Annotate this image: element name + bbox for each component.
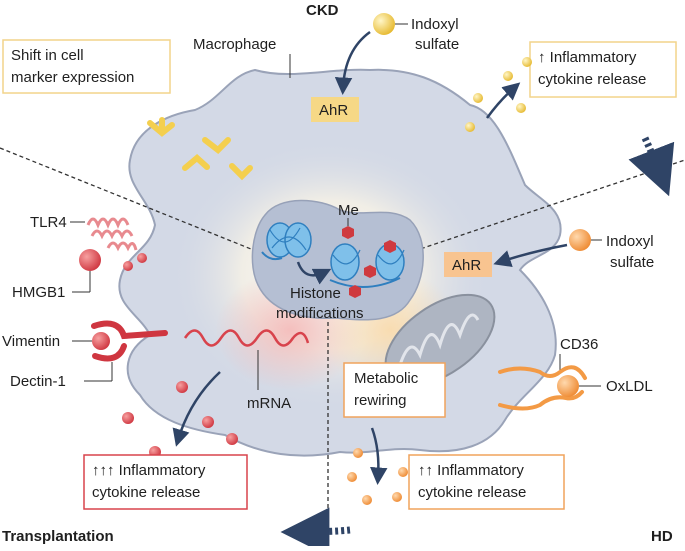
cd36-label: CD36 (560, 336, 598, 353)
ahr-right-label: AhR (452, 257, 481, 274)
metabolic-line2: rewiring (354, 392, 407, 409)
dectin1-receptor (91, 320, 168, 340)
mrna-label: mRNA (247, 395, 291, 412)
indoxyl-top-arrow (334, 30, 371, 95)
histone-label-line1: Histone (290, 285, 341, 302)
cytokine-left-box (83, 454, 248, 510)
cell-marker-receptors (147, 117, 253, 181)
metabolic-line1: Metabolic (354, 370, 419, 387)
ahr-right-box (444, 252, 492, 277)
cytokine-top-box (529, 41, 677, 98)
tlr4-label: TLR4 (30, 214, 67, 231)
cytokine-top-line1: ↑ Inflammatory (538, 49, 637, 66)
cytokine-left-particles (122, 381, 238, 458)
shift-marker-line2: marker expression (11, 69, 134, 86)
indoxyl-sulfate-top-line2: sulfate (415, 36, 459, 53)
cytokine-right-box (408, 454, 565, 510)
shift-marker-line1: Shift in cell (11, 47, 84, 64)
oxldl-label: OxLDL (606, 378, 653, 395)
metabolic-box (343, 362, 446, 418)
indoxyl-sulfate-right-line1: Indoxyl (606, 233, 654, 250)
tlr4-receptor (86, 217, 138, 252)
hmgb1-particle-2 (137, 253, 147, 263)
cytokine-top-particles (465, 57, 532, 132)
indoxyl-sulfate-top-molecule (373, 13, 395, 35)
dectin1-label: Dectin-1 (10, 373, 66, 390)
ahr-top-box (311, 97, 359, 122)
histone-arrow (296, 261, 332, 285)
chromatin-left (261, 222, 312, 261)
me-label: Me (338, 202, 359, 219)
vimentin-label: Vimentin (2, 333, 60, 350)
ckd-title: CKD (306, 2, 339, 19)
cytokine-left-line2: cytokine release (92, 484, 200, 501)
hd-title: HD (651, 528, 673, 545)
methyl-groups (342, 226, 396, 298)
cytokine-right-particles (347, 448, 408, 505)
indoxyl-sulfate-top-line1: Indoxyl (411, 16, 459, 33)
cytokine-top-arrow (485, 82, 521, 119)
ahr-top-label: AhR (319, 102, 348, 119)
histone-label-line2: modifications (276, 305, 364, 322)
vimentin-molecule (92, 332, 110, 350)
hmgb1-particle-1 (123, 261, 133, 271)
dectin1-arm (92, 343, 127, 362)
cytokine-right-line1: ↑↑ Inflammatory (418, 462, 524, 479)
shift-marker-box (2, 39, 171, 94)
chromatin-right (329, 243, 405, 289)
hmgb1-label: HMGB1 (12, 284, 65, 301)
indoxyl-right-arrow (493, 243, 568, 267)
cytokine-right-line2: cytokine release (418, 484, 526, 501)
macrophage-label: Macrophage (193, 36, 276, 53)
indoxyl-sulfate-right-line2: sulfate (610, 254, 654, 271)
cytokine-right-arrow (370, 427, 388, 485)
oxldl-molecule (557, 375, 579, 397)
cytokine-top-line2: cytokine release (538, 71, 646, 88)
mrna-strand (183, 329, 310, 347)
cytokine-left-arrow (172, 371, 221, 447)
cd36-receptor (498, 365, 587, 411)
indoxyl-sulfate-right-molecule (569, 229, 591, 251)
hmgb1-molecule (79, 249, 101, 271)
transplantation-title: Transplantation (2, 528, 114, 545)
cytokine-left-line1: ↑↑↑ Inflammatory (92, 462, 206, 479)
cycle-arrow-bottom (280, 507, 351, 551)
